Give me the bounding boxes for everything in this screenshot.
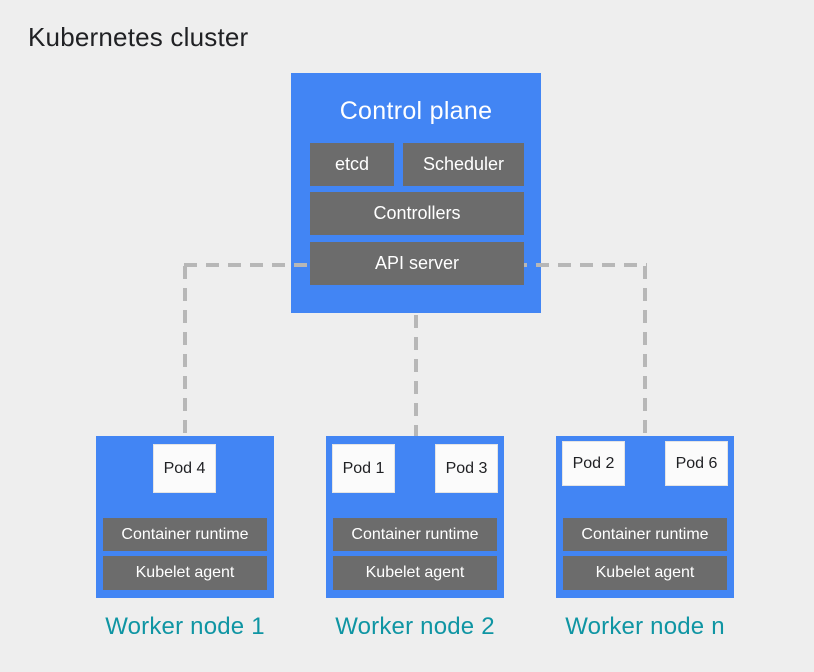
connector-line-left: [183, 266, 187, 436]
pod-box: Pod 6: [665, 441, 728, 486]
container-runtime-box: Container runtime: [563, 518, 727, 551]
kubelet-agent-box: Kubelet agent: [103, 556, 267, 590]
worker-node-n-label: Worker node n: [565, 613, 725, 640]
connector-line-center: [414, 315, 418, 436]
control-plane-box: Control plane etcd Scheduler Controllers…: [291, 73, 541, 313]
worker-node-2-label: Worker node 2: [335, 613, 495, 640]
container-runtime-box: Container runtime: [103, 518, 267, 551]
controllers-box: Controllers: [310, 192, 524, 235]
worker-node-n-box: Pod 2 Pod 6 Container runtime Kubelet ag…: [556, 436, 734, 598]
worker-node-1-box: Pod 4 Container runtime Kubelet agent: [96, 436, 274, 598]
control-plane-title: Control plane: [339, 97, 493, 125]
kubelet-agent-box: Kubelet agent: [563, 556, 727, 590]
connector-line-right: [643, 266, 647, 436]
pod-box: Pod 2: [562, 441, 625, 486]
worker-node-1-label: Worker node 1: [105, 613, 265, 640]
scheduler-box: Scheduler: [403, 143, 524, 186]
etcd-box: etcd: [310, 143, 394, 186]
pod-box: Pod 4: [153, 444, 216, 493]
worker-node-2-box: Pod 1 Pod 3 Container runtime Kubelet ag…: [326, 436, 504, 598]
pod-box: Pod 3: [435, 444, 498, 493]
page-title: Kubernetes cluster: [28, 22, 249, 52]
kubelet-agent-box: Kubelet agent: [333, 556, 497, 590]
api-server-box: API server: [310, 242, 524, 285]
container-runtime-box: Container runtime: [333, 518, 497, 551]
pod-box: Pod 1: [332, 444, 395, 493]
